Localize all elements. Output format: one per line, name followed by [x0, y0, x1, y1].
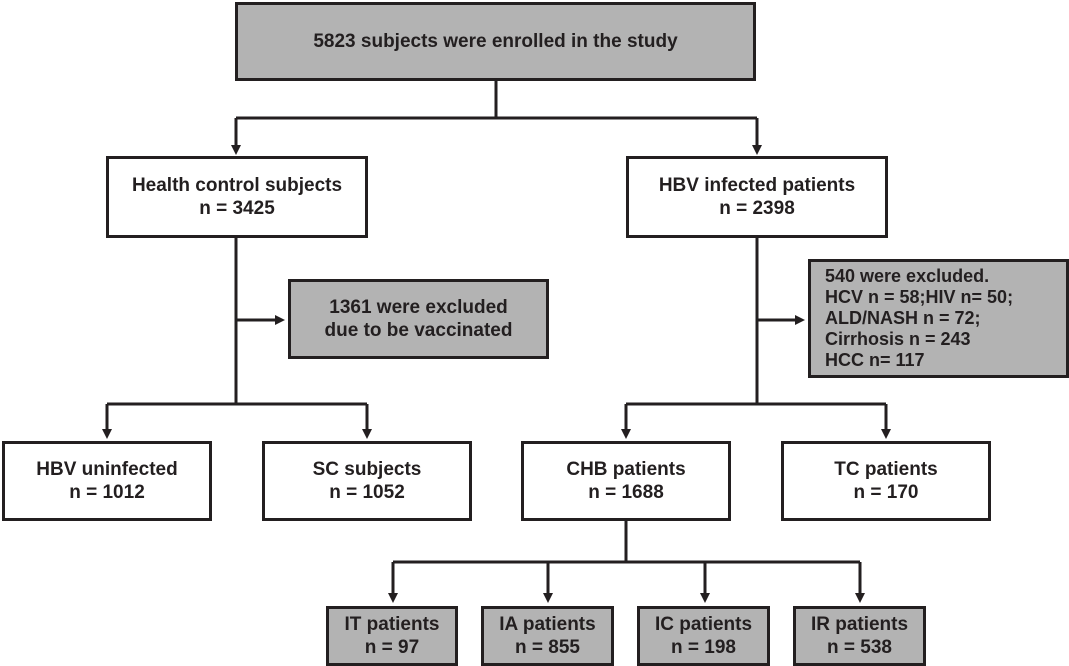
hbv-uninfected-label: HBV uninfected [36, 459, 178, 480]
excluded-other-line1: 540 were excluded. [825, 266, 990, 286]
sc-subjects-label: SC subjects [312, 459, 422, 480]
health-control-box: Health control subjects n = 3425 [106, 156, 368, 238]
excluded-other-box: 540 were excluded. HCV n = 58;HIV n= 50;… [808, 259, 1069, 378]
excluded-other-line3: ALD/NASH n = 72; [825, 308, 981, 328]
ia-patients-label: IA patients [499, 614, 596, 635]
hbv-uninfected-box: HBV uninfected n = 1012 [2, 441, 212, 521]
ia-patients-box: IA patients n = 855 [481, 606, 614, 666]
sc-subjects-count: n = 1052 [329, 482, 405, 503]
enrolled-box: 5823 subjects were enrolled in the study [235, 2, 756, 81]
excluded-other-line2: HCV n = 58;HIV n= 50; [825, 287, 1014, 307]
ic-patients-box: IC patients n = 198 [637, 606, 770, 666]
sc-subjects-box: SC subjects n = 1052 [262, 441, 472, 521]
ir-patients-box: IR patients n = 538 [793, 606, 926, 666]
ir-patients-count: n = 538 [827, 637, 892, 658]
ia-patients-count: n = 855 [515, 637, 580, 658]
chb-patients-box: CHB patients n = 1688 [521, 441, 731, 521]
hbv-uninfected-count: n = 1012 [69, 482, 145, 503]
tc-patients-count: n = 170 [853, 482, 919, 503]
tc-patients-label: TC patients [834, 459, 938, 480]
hbv-infected-count: n = 2398 [719, 198, 795, 219]
excluded-other-line4: Cirrhosis n = 243 [825, 329, 971, 349]
hbv-infected-label: HBV infected patients [658, 175, 856, 196]
excluded-vaccinated-line1: 1361 were excluded [329, 297, 508, 318]
enrolled-text: 5823 subjects were enrolled in the study [313, 31, 678, 52]
excluded-vaccinated-box: 1361 were excluded due to be vaccinated [288, 279, 549, 359]
health-control-label: Health control subjects [131, 175, 343, 196]
it-patients-count: n = 97 [364, 637, 420, 658]
ir-patients-label: IR patients [810, 614, 909, 635]
it-patients-box: IT patients n = 97 [326, 606, 458, 666]
tc-patients-box: TC patients n = 170 [781, 441, 991, 521]
health-control-count: n = 3425 [199, 198, 275, 219]
hbv-infected-box: HBV infected patients n = 2398 [626, 156, 888, 238]
excluded-vaccinated-line2: due to be vaccinated [324, 320, 513, 341]
ic-patients-label: IC patients [654, 614, 753, 635]
chb-patients-count: n = 1688 [588, 482, 664, 503]
chb-patients-label: CHB patients [566, 459, 686, 480]
excluded-other-line5: HCC n= 117 [825, 350, 925, 370]
ic-patients-count: n = 198 [671, 637, 736, 658]
it-patients-label: IT patients [344, 614, 440, 635]
